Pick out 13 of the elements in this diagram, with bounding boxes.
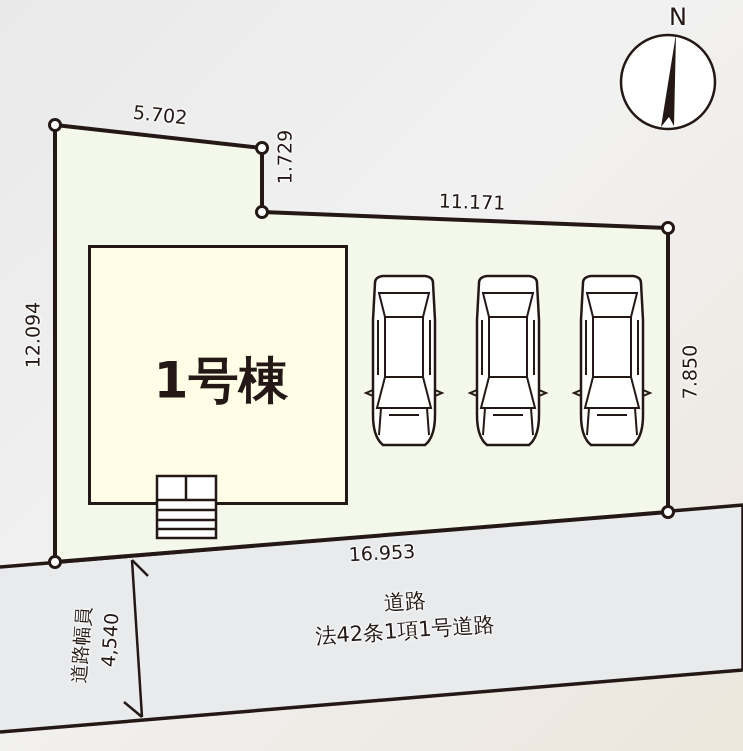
road-text: 法42条1項1号道路 (314, 613, 496, 649)
dimension-label: 11.171 (438, 191, 506, 215)
dimension-label: 5.702 (132, 102, 188, 130)
dimension-label: 7.850 (680, 344, 702, 400)
road-text: 道路 (383, 589, 427, 615)
house-box (88, 245, 348, 505)
north-label: N (669, 4, 687, 30)
road-width-label: 道路幅員 (68, 606, 96, 684)
dimension-label: 4,540 (98, 612, 124, 668)
dimension-label: 1.729 (276, 130, 296, 184)
dimension-label: 12.094 (24, 302, 44, 368)
dimension-label: 16.953 (348, 542, 416, 566)
house-label: 1号棟 (154, 354, 288, 408)
